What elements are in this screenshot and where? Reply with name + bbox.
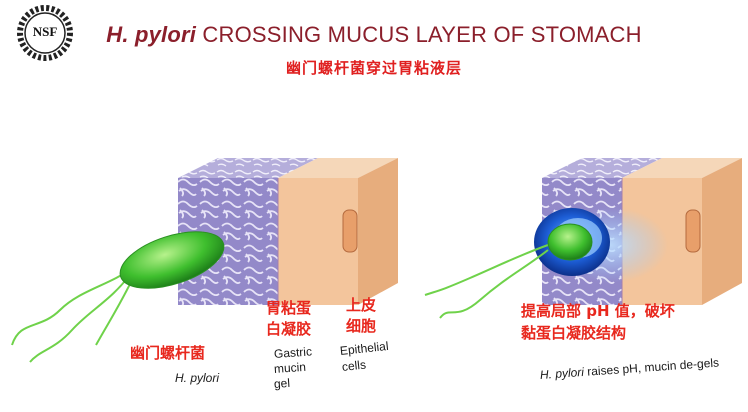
- title-rest: CROSSING MUCUS LAYER OF STOMACH: [196, 22, 642, 47]
- degel-caption-cn-1: 提高局部 pH 值，破坏: [521, 302, 675, 320]
- nsf-logo: [17, 5, 73, 61]
- bacteria-label-en: H. pylori: [175, 371, 220, 385]
- epithelium-block-left: [277, 158, 398, 305]
- mucus-block-left: [178, 158, 318, 305]
- mucin-label-en-3: gel: [273, 375, 291, 391]
- mucin-label-cn-1: 胃粘蛋: [266, 299, 312, 317]
- mucin-label-en-1: Gastric: [273, 344, 313, 361]
- mucin-label-en-2: mucin: [273, 359, 307, 376]
- epithelium-label-cn-1: 上皮: [346, 296, 377, 314]
- nsf-logo-text: NSF: [32, 24, 58, 39]
- epithelium-label-en-2: cells: [341, 357, 367, 374]
- bacteria-label-cn: 幽门螺杆菌: [130, 344, 206, 362]
- page-title: H. pylori CROSSING MUCUS LAYER OF STOMAC…: [0, 22, 748, 48]
- h-pylori-left: [11, 231, 225, 363]
- title-italic: H. pylori: [106, 22, 197, 47]
- h-pylori-right: [424, 223, 593, 319]
- epithelium-label-cn-2: 细胞: [346, 317, 377, 335]
- degel-caption-cn-2: 黏蛋白凝胶结构: [521, 324, 627, 342]
- page-subtitle: 幽门螺杆菌穿过胃粘液层: [285, 59, 462, 77]
- mucin-label-cn-2: 白凝胶: [266, 320, 312, 338]
